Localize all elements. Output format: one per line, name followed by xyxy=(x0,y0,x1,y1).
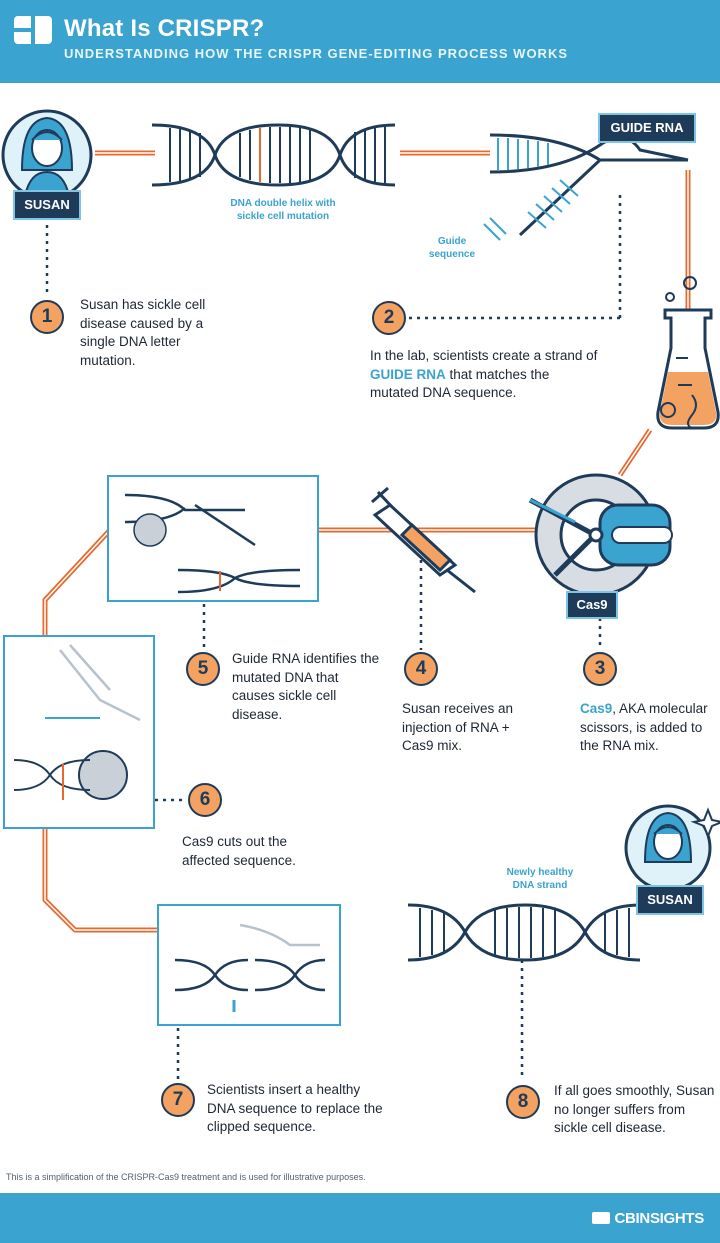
step-1-text: Susan has sickle cell disease caused by … xyxy=(80,297,206,368)
susan-healthy-tag: SUSAN xyxy=(636,885,704,915)
cas9-highlight: Cas9 xyxy=(580,701,613,716)
step6-illustration-box xyxy=(3,635,155,829)
cbinsights-brand: CBINSIGHTS xyxy=(592,1210,704,1227)
step-2-number: 2 xyxy=(372,301,406,335)
header-banner: What Is CRISPR? UNDERSTANDING HOW THE CR… xyxy=(0,0,720,83)
step-6-text: Cas9 cuts out the affected sequence. xyxy=(182,834,296,868)
page-subtitle: UNDERSTANDING HOW THE CRISPR GENE-EDITIN… xyxy=(64,46,569,61)
step-8-text: If all goes smoothly, Susan no longer su… xyxy=(554,1083,715,1135)
guide-rna-highlight: GUIDE RNA xyxy=(370,366,446,382)
step-3-text: Cas9, AKA molecular scissors, is added t… xyxy=(580,701,708,753)
step-7-number: 7 xyxy=(161,1083,195,1117)
step-5-number: 5 xyxy=(186,652,220,686)
page-title: What Is CRISPR? xyxy=(64,15,265,42)
dna-helix-healthy-icon xyxy=(407,903,641,962)
step-5-text: Guide RNA identifies the mutated DNA tha… xyxy=(232,651,380,722)
cbinsights-logo-icon xyxy=(592,1212,611,1224)
susan-tag: SUSAN xyxy=(13,190,81,220)
step-2-text: In the lab, scientists create a strand o… xyxy=(370,348,598,400)
syringe-icon xyxy=(371,486,476,594)
step-3-number: 3 xyxy=(583,652,617,686)
dotted-connectors xyxy=(45,195,622,1080)
footnote: This is a simplification of the CRISPR-C… xyxy=(6,1172,366,1182)
healthy-strand-caption: Newly healthy DNA strand xyxy=(506,867,574,891)
cb-logo-icon xyxy=(14,16,52,44)
guide-rna-tag: GUIDE RNA xyxy=(598,113,696,143)
step5-illustration-box xyxy=(107,475,319,602)
dna-helix-caption: DNA double helix with sickle cell mutati… xyxy=(230,198,336,222)
cas9-tag: Cas9 xyxy=(566,591,618,619)
lab-flask-icon xyxy=(656,276,720,430)
step-4-number: 4 xyxy=(404,652,438,686)
footer-banner: CBINSIGHTS xyxy=(0,1193,720,1243)
dna-helix-mutated-icon xyxy=(151,123,396,187)
cas9-scissors-icon xyxy=(528,473,673,597)
guide-sequence-caption: Guide sequence xyxy=(428,236,476,260)
step-8-number: 8 xyxy=(506,1085,540,1119)
step-6-number: 6 xyxy=(188,783,222,817)
step-7-text: Scientists insert a healthy DNA sequence… xyxy=(207,1082,383,1134)
guide-rna-strand-icon xyxy=(489,133,689,237)
susan-avatar-icon xyxy=(1,109,93,201)
cbinsights-brand-text: CBINSIGHTS xyxy=(614,1210,704,1227)
step7-illustration-box xyxy=(157,904,341,1026)
step-1-number: 1 xyxy=(30,300,64,334)
susan-healthy-avatar-icon xyxy=(624,804,720,892)
step-4-text: Susan receives an injection of RNA + Cas… xyxy=(402,701,514,753)
